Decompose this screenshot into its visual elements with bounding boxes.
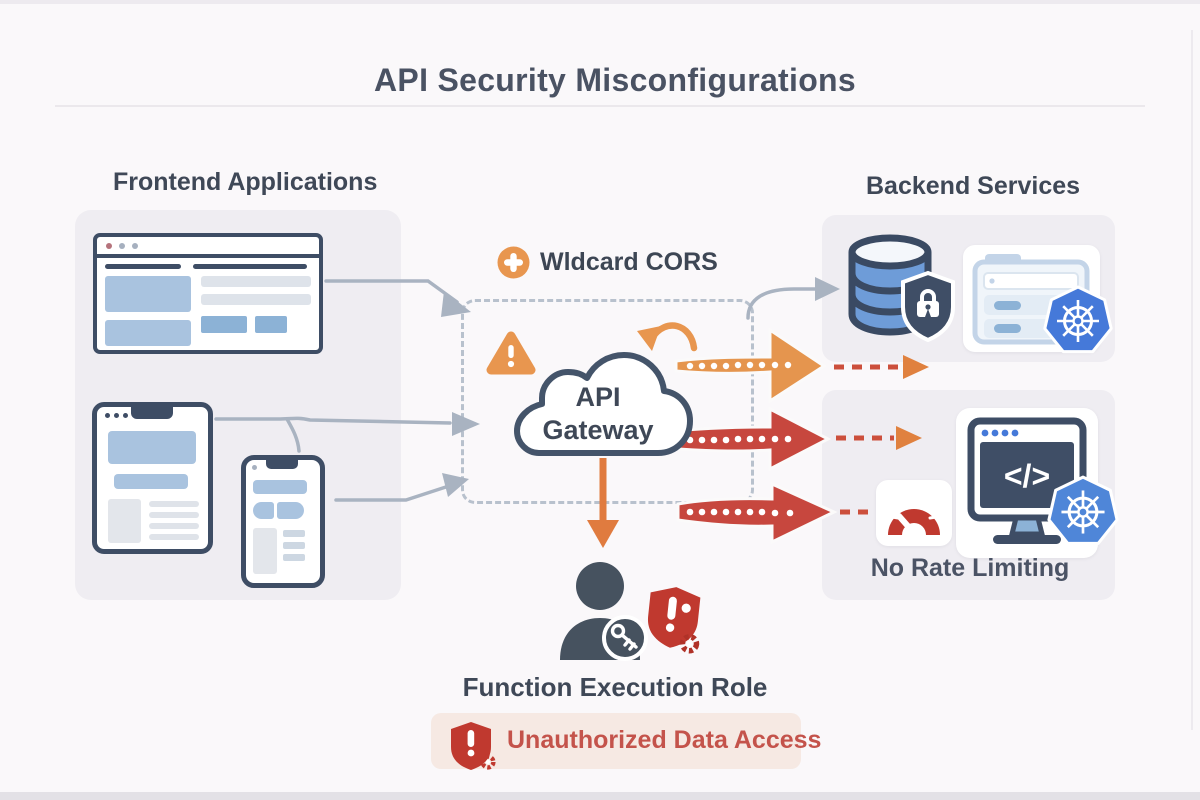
browser-traffic-dots: [97, 237, 319, 258]
frontend-section-label: Frontend Applications: [113, 168, 378, 196]
page-title: API Security Misconfigurations: [374, 62, 856, 98]
code-glyph: </>: [1004, 458, 1050, 494]
speedometer-icon: [888, 495, 940, 536]
banner-shield-icon: [451, 722, 496, 770]
wildcard-cors-label: Wldcard CORS: [540, 248, 718, 276]
bottom-edge-strip: [0, 792, 1200, 800]
phone-notch: [266, 459, 298, 469]
title-divider: [55, 105, 1145, 107]
tablet-dots: [105, 413, 128, 418]
browser-window-mockup: [93, 233, 323, 354]
kubernetes-icon: [1043, 285, 1113, 354]
top-edge-strip: [0, 0, 1200, 4]
kubernetes-icon: [1047, 475, 1119, 545]
wildcard-plus-icon: [497, 246, 530, 279]
connector-gateway-to-database: [746, 287, 818, 320]
api-gateway-label: API Gateway: [542, 382, 654, 445]
key-icon: [602, 615, 648, 661]
phone-mockup: [241, 455, 325, 588]
shield-lock-icon: [901, 270, 955, 343]
browser-toolbar: [97, 258, 319, 269]
api-gateway-cloud: [514, 352, 693, 456]
user-icon: [560, 562, 648, 661]
browser-content: [97, 269, 319, 353]
alert-shield-gear-icon: [648, 587, 701, 654]
tablet-mockup: [92, 402, 213, 554]
unauthorized-label: Unauthorized Data Access: [507, 726, 822, 754]
no-rate-limiting-label: No Rate Limiting: [870, 554, 1070, 582]
tablet-notch: [131, 406, 173, 419]
backend-section-label: Backend Services: [866, 172, 1081, 200]
warning-triangle-icon: [486, 331, 536, 375]
function-execution-role-label: Function Execution Role: [462, 672, 768, 702]
right-edge-line: [1191, 30, 1193, 730]
